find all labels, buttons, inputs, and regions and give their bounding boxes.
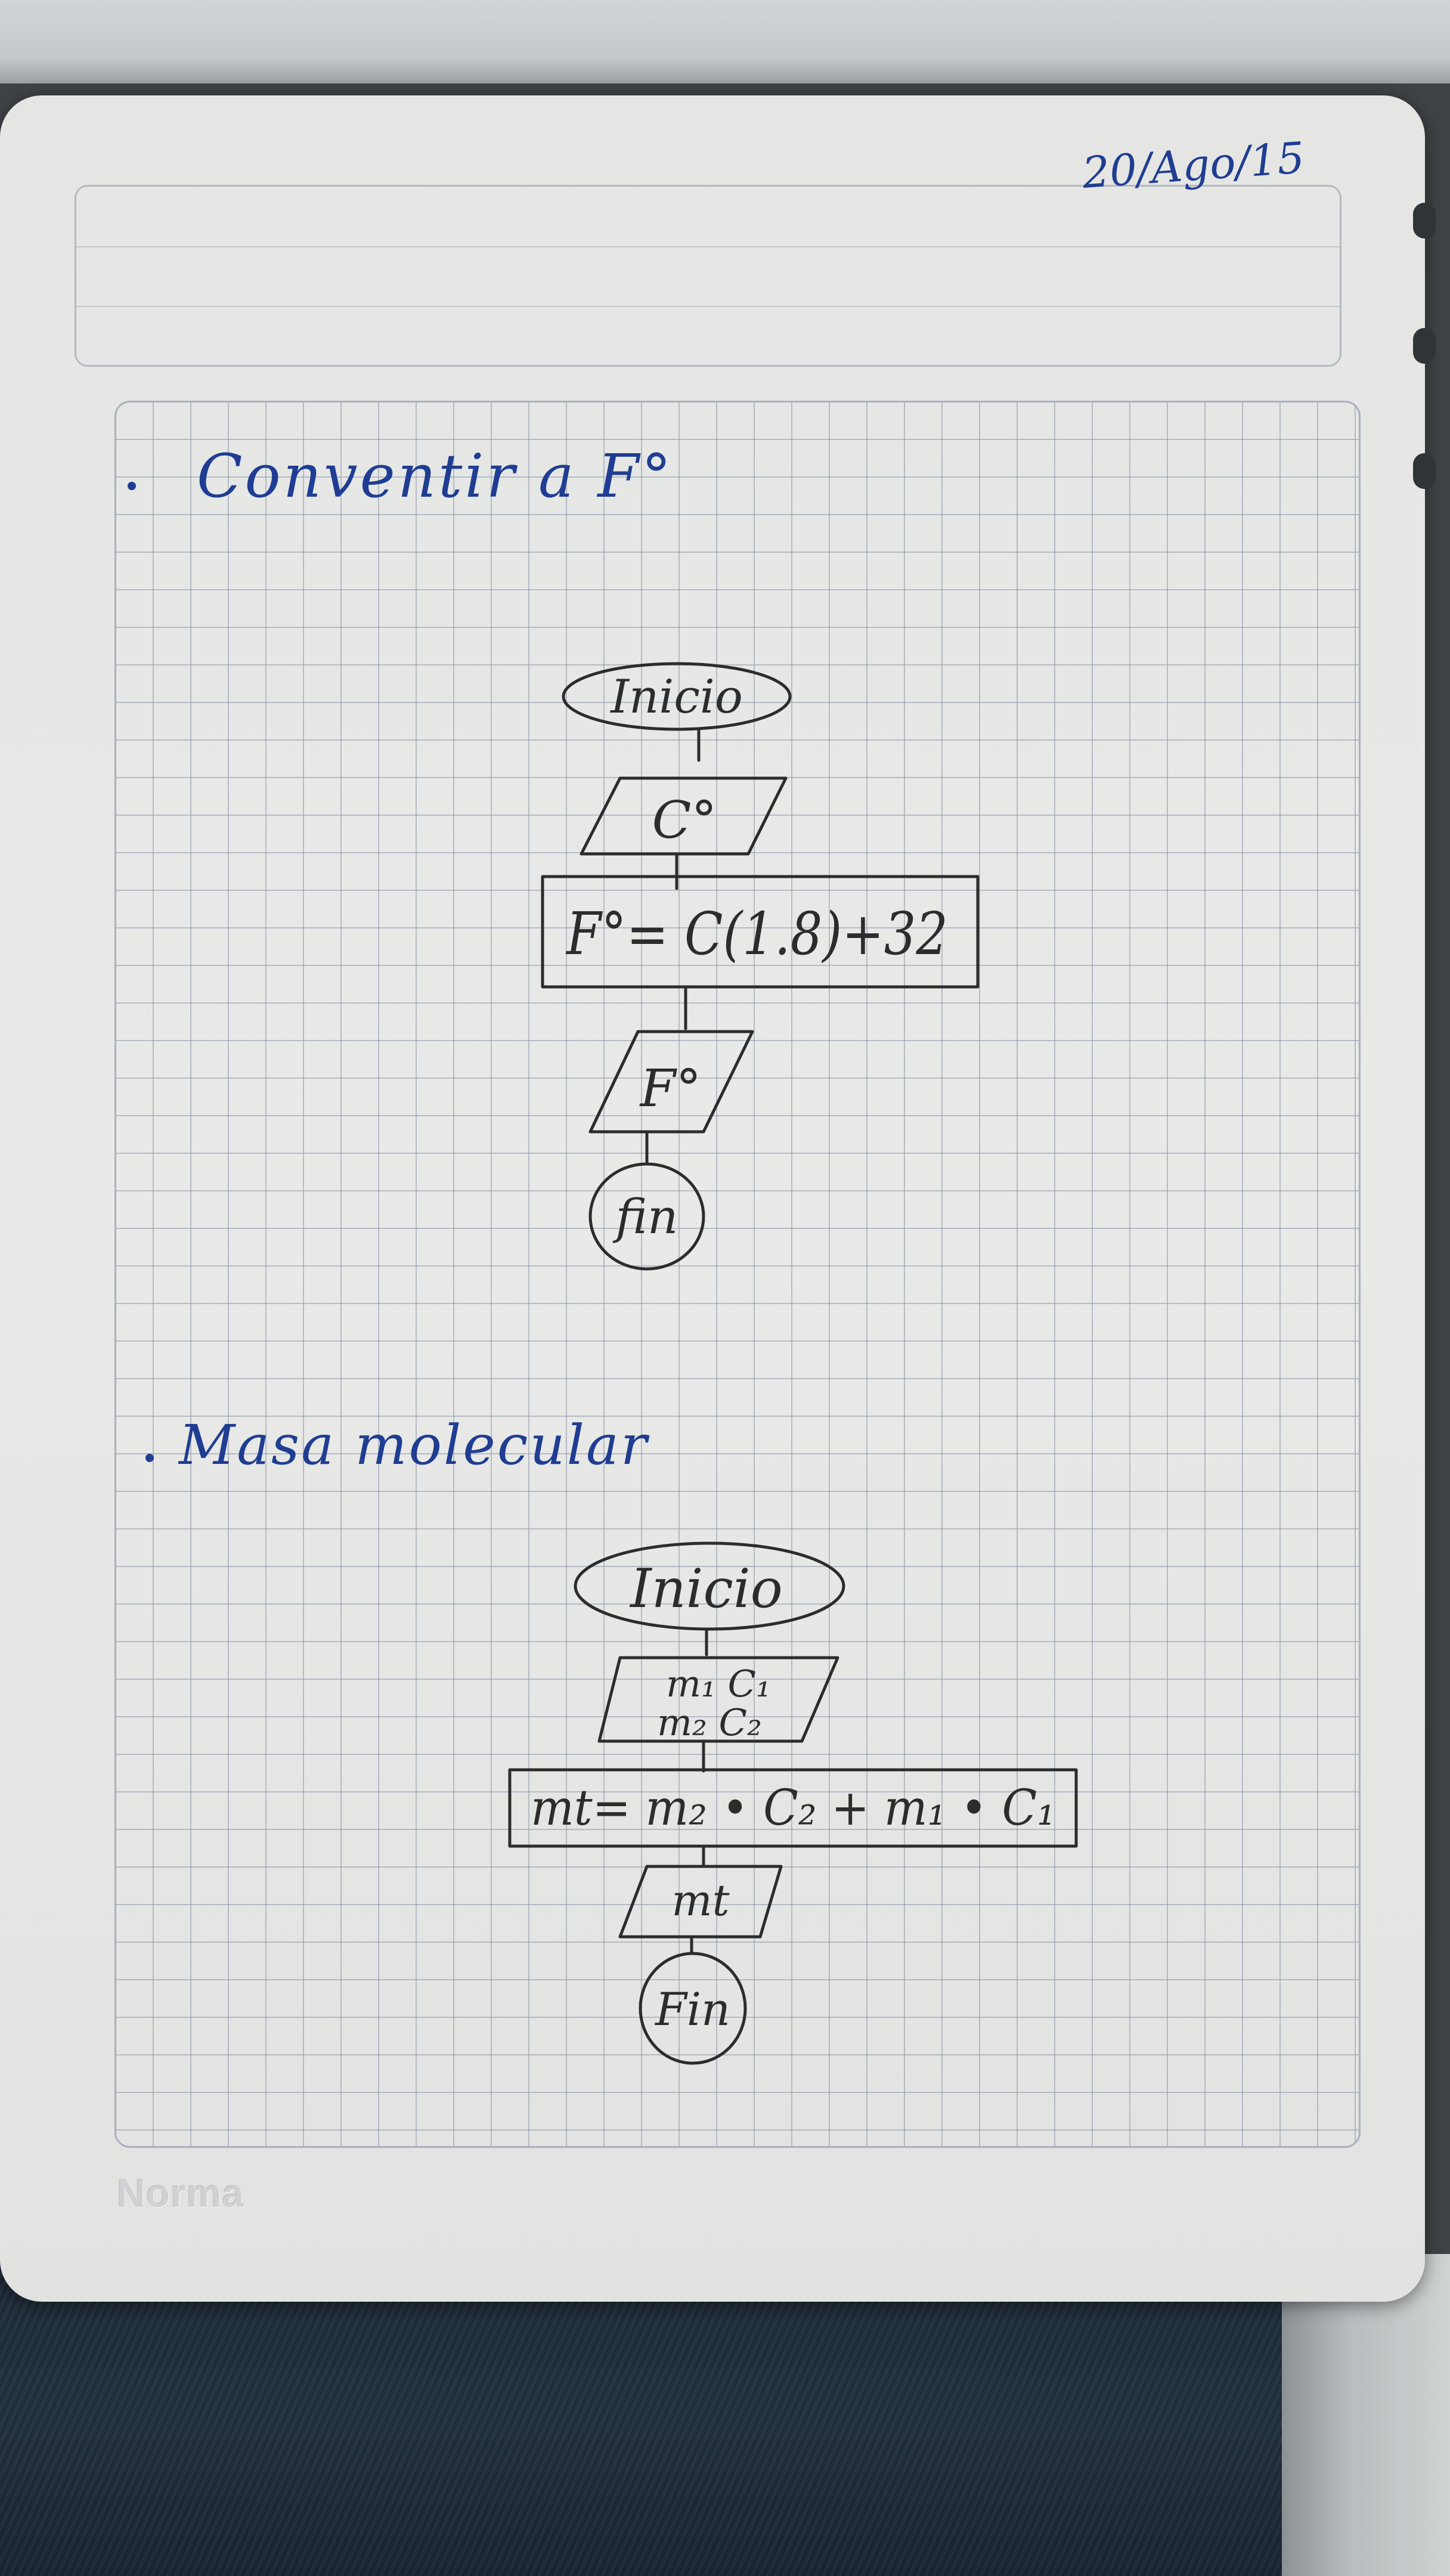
- start-terminator-1: [562, 662, 792, 731]
- binder-hole: [1413, 328, 1436, 364]
- input-label-2-line1: m₁ C₁: [666, 1662, 771, 1705]
- grid-area: [114, 401, 1361, 2148]
- end-terminator-2: [639, 1952, 747, 2065]
- end-label-1: fin: [613, 1189, 678, 1244]
- notebook-brand-logo: Norma: [117, 2171, 245, 2215]
- input-label-2-line2: m₂ C₂: [657, 1701, 762, 1744]
- process-label-2: mt= m₂ • C₂ + m₁ • C₁: [531, 1780, 1055, 1837]
- process-box-1: [541, 875, 980, 989]
- binder-hole: [1413, 203, 1436, 239]
- output-label-1: F°: [639, 1059, 702, 1119]
- start-label-1: Inicio: [609, 670, 743, 724]
- desk-background-top: [0, 0, 1450, 83]
- output-parallelogram-2: [618, 1865, 783, 1939]
- start-terminator-2: [574, 1541, 845, 1631]
- input-label-1: C°: [652, 791, 717, 850]
- header-box: [75, 185, 1341, 367]
- bullet-point: [128, 482, 136, 490]
- output-label-2: mt: [671, 1875, 730, 1925]
- section1-title: Conventir a F°: [197, 441, 674, 511]
- end-label-2: Fin: [654, 1983, 730, 2036]
- section2-title: Masa molecular: [179, 1413, 649, 1477]
- process-label-1: F°= C(1.8)+32: [565, 900, 948, 968]
- binder-hole: [1413, 453, 1436, 489]
- output-parallelogram-1: [588, 1030, 754, 1134]
- desk-background-right: [1282, 2254, 1450, 2576]
- process-box-2: [508, 1768, 1078, 1848]
- bullet-point: [145, 1454, 154, 1462]
- start-label-2: Inicio: [629, 1558, 783, 1620]
- header-rule: [76, 246, 1340, 247]
- end-terminator-1: [588, 1162, 705, 1271]
- fabric-background: [0, 2254, 1312, 2576]
- input-parallelogram-2: [597, 1656, 839, 1743]
- input-parallelogram-1: [580, 776, 788, 856]
- header-rule: [76, 306, 1340, 307]
